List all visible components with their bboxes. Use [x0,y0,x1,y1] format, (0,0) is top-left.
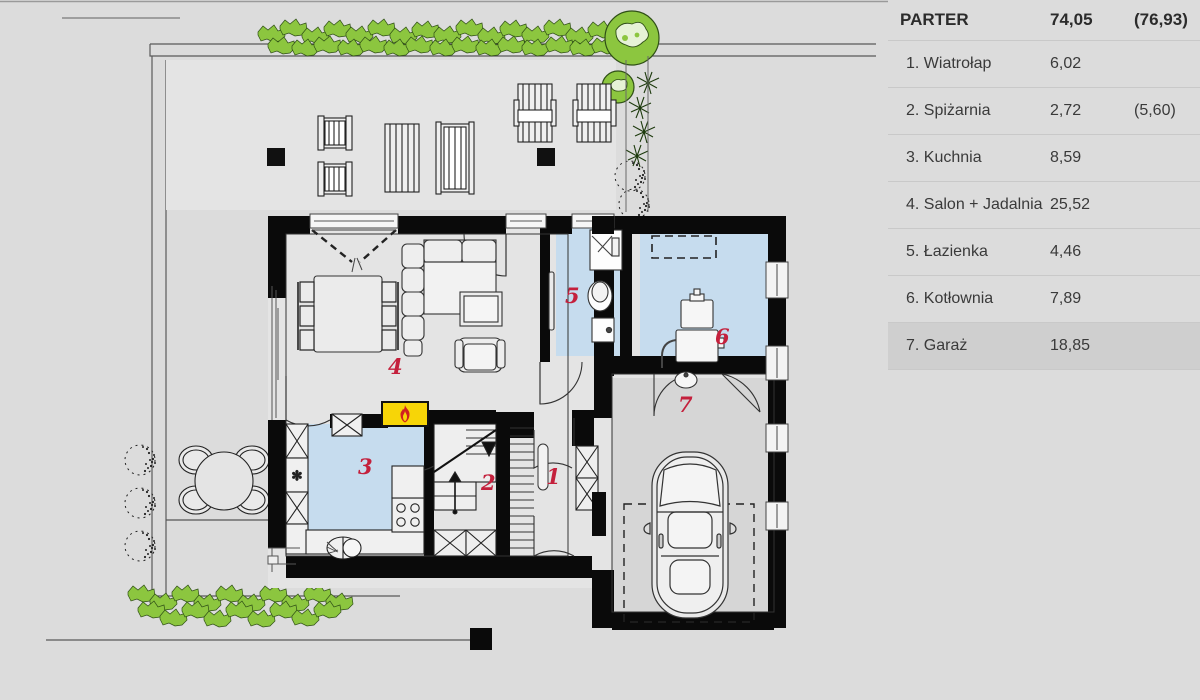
room-alt-area: (5,60) [1134,87,1200,135]
kitchen-fittings: ✻ [285,413,425,560]
room-area: 25,52 [1050,181,1134,229]
room-area: 6,02 [1050,40,1134,88]
table-row[interactable]: 6. Kotłownia 7,89 [888,275,1200,323]
room-alt-area [1134,228,1200,276]
planter [537,148,555,166]
room-name: 5. Łazienka [888,228,1050,276]
table-row[interactable]: 3. Kuchnia 8,59 [888,134,1200,182]
legend-header-area: 74,05 [1050,0,1134,41]
room-name: 1. Wiatrołap [888,40,1050,88]
room-area: 7,89 [1050,275,1134,323]
utility-lines [166,286,300,572]
wall-hatch [510,427,534,549]
table-row[interactable]: 7. Garaż 18,85 [888,322,1200,370]
room-name: 3. Kuchnia [888,134,1050,182]
legend-header-floor-name: PARTER [888,0,1050,41]
room-number-2: 2 [481,470,496,495]
room-name: 2. Spiżarnia [888,87,1050,135]
room-alt-area [1134,40,1200,88]
room-alt-area [1134,134,1200,182]
planter [267,148,285,166]
car [643,451,737,619]
dining-set [297,275,399,353]
room-alt-area [1134,181,1200,229]
room-name: 4. Salon + Jadalnia [888,181,1050,229]
table-row[interactable]: 2. Spiżarnia 2,72 (5,60) [888,87,1200,135]
room-area: 2,72 [1050,87,1134,135]
staircase [433,423,497,557]
room-area: 8,59 [1050,134,1134,182]
room-area: 4,46 [1050,228,1134,276]
boiler-equipment [651,235,725,389]
table-row[interactable]: 1. Wiatrołap 6,02 [888,40,1200,88]
room-name: 6. Kotłownia [888,275,1050,323]
svg-text:✻: ✻ [292,469,303,484]
armchair [454,337,506,373]
legend-header-alt-area: (76,93) [1134,0,1200,41]
coffee-table [459,291,503,327]
tree-cluster [601,10,660,220]
room-number-6: 6 [715,324,730,349]
table-row[interactable]: 4. Salon + Jadalnia 25,52 [888,181,1200,229]
room-name: 7. Garaż [888,322,1050,370]
room-number-5: 5 [565,283,580,308]
windows-right [765,261,789,531]
flame-icon [400,405,410,423]
room-alt-area [1134,275,1200,323]
windows-top [309,213,615,273]
room-legend-table: PARTER 74,05 (76,93) 1. Wiatrołap 6,02 2… [888,0,1200,370]
floor-plan-drawing: ✻ [0,0,888,650]
room-number-1: 1 [546,464,561,489]
room-number-4: 4 [388,354,403,379]
table-row[interactable]: 5. Łazienka 4,46 [888,228,1200,276]
floor-plan-canvas: ✻ [0,0,888,650]
room-area: 18,85 [1050,322,1134,370]
room-legend-panel: PARTER 74,05 (76,93) 1. Wiatrołap 6,02 2… [888,0,1200,700]
garden-table-set [178,445,270,515]
room-number-7: 7 [678,392,693,417]
room-alt-area [1134,322,1200,370]
garage-zone [623,451,755,623]
terrace-furniture [317,83,617,197]
bathroom-fittings [548,229,623,343]
fireplace-badge [381,401,429,427]
legend-header-row: PARTER 74,05 (76,93) [888,0,1200,41]
room-number-3: 3 [358,454,373,479]
radiator [537,443,549,491]
